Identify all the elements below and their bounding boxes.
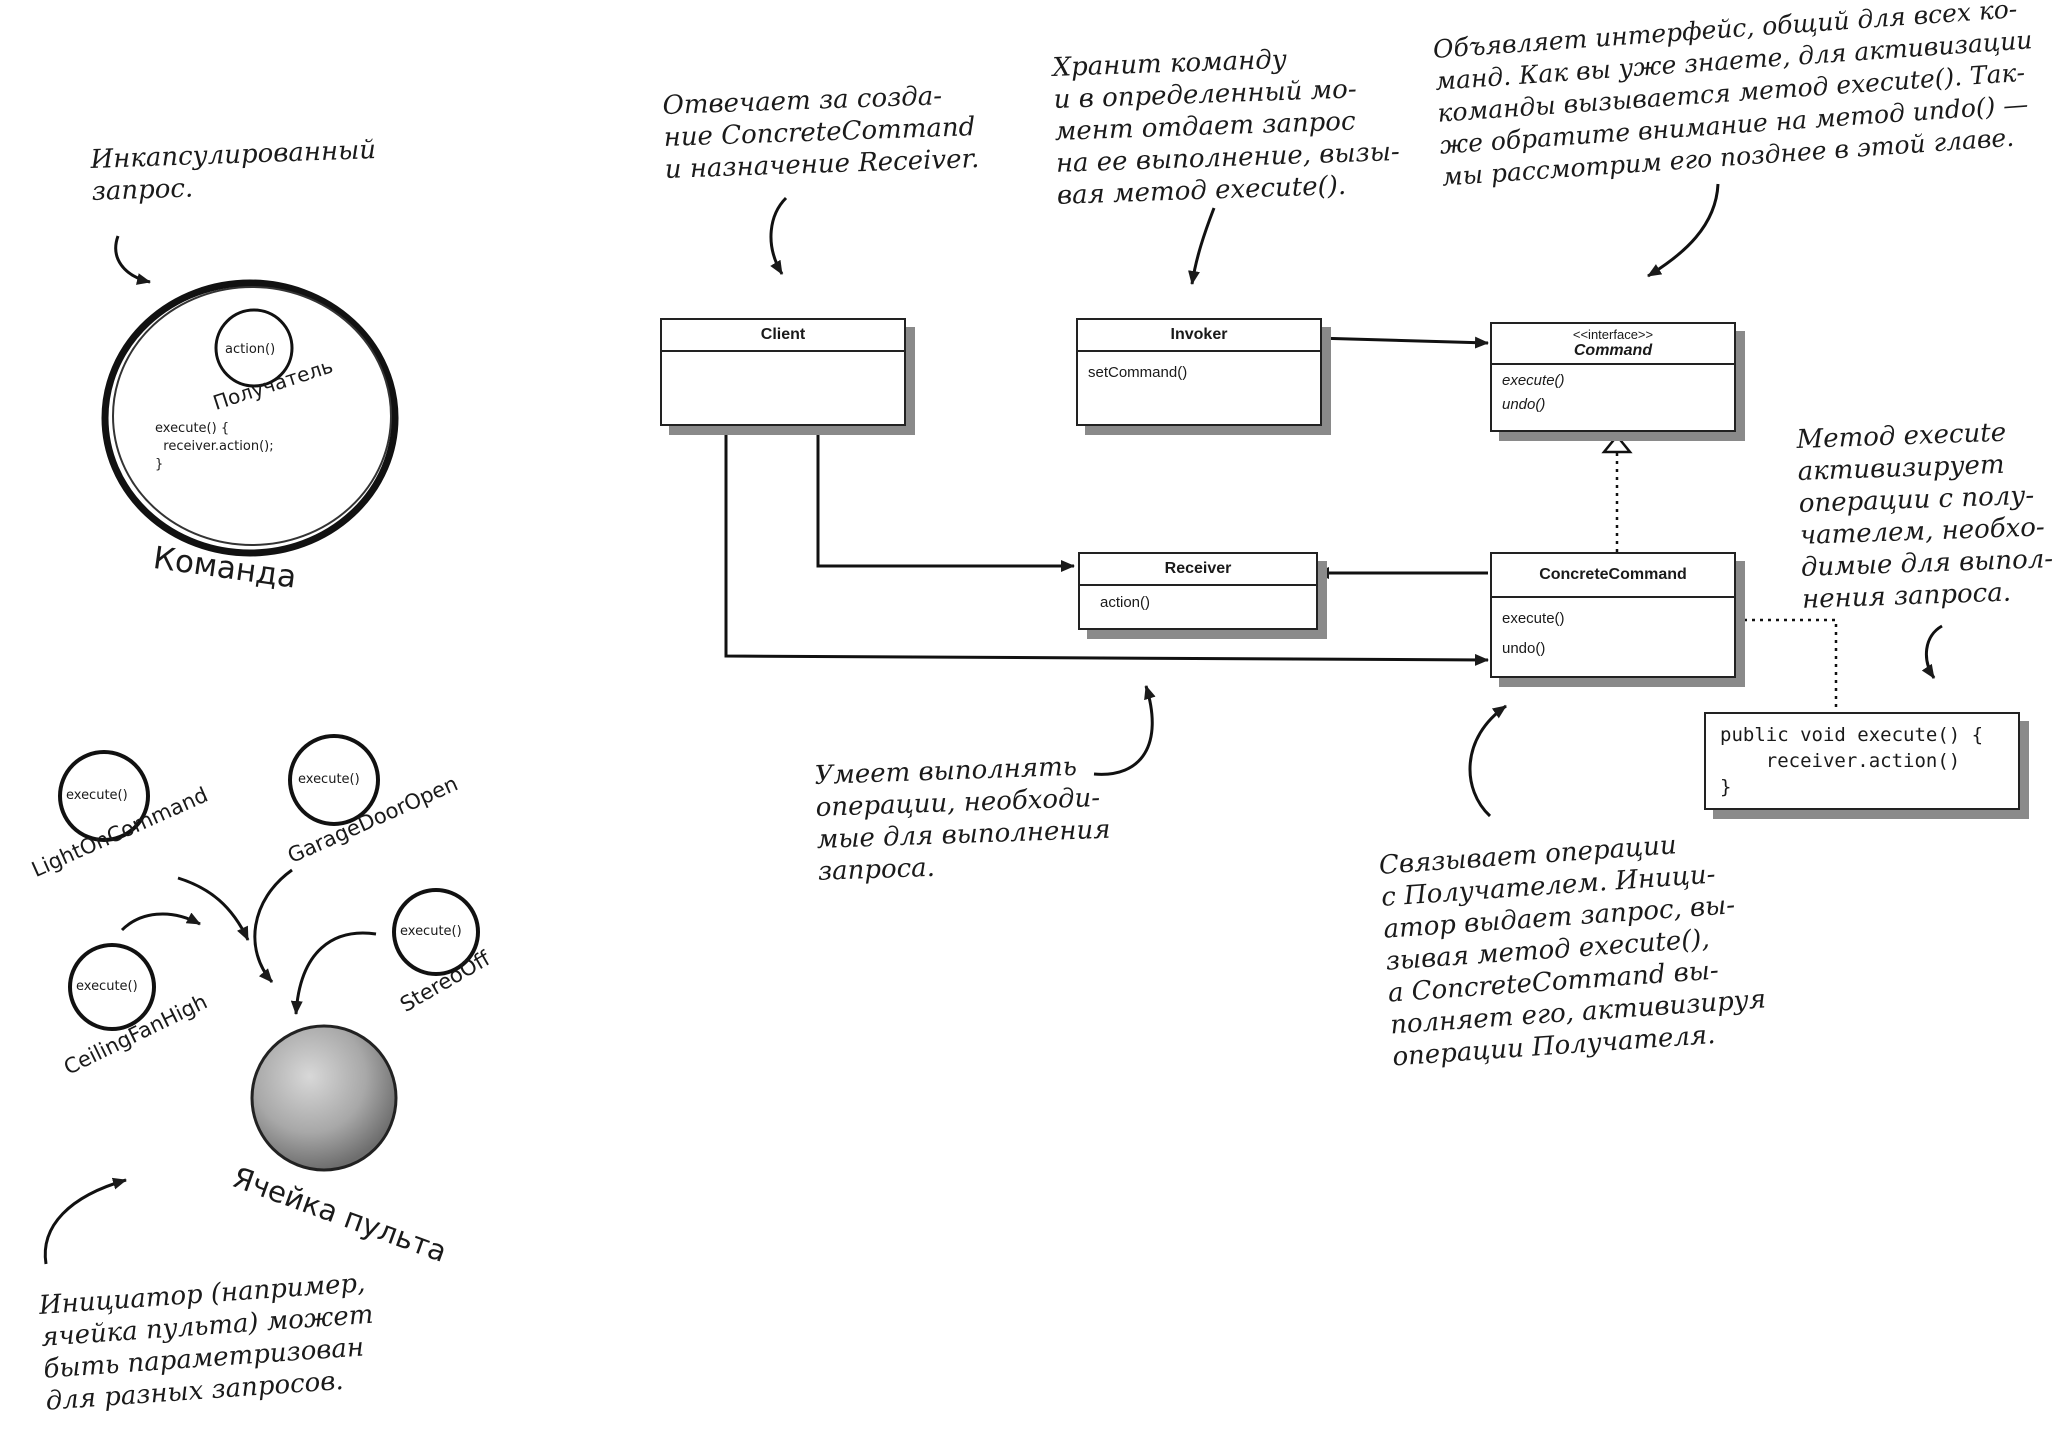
receiver-op-action: action()	[1100, 594, 1151, 611]
command-code: execute() { receiver.action(); }	[155, 421, 274, 472]
assoc-invoker-command	[1314, 336, 1489, 349]
note-execute: Метод execute активизирует операции с по…	[1796, 417, 2054, 615]
uml-client: Client	[660, 318, 906, 426]
arrow-note-receiver	[1093, 685, 1156, 776]
command-op-undo: undo()	[1502, 396, 1546, 413]
command-stereotype: <<interface>>	[1572, 327, 1654, 342]
assoc-client-concrete	[724, 430, 1489, 666]
garage-method: execute()	[298, 772, 360, 787]
arrow-light	[177, 876, 250, 941]
arrow-ceiling	[120, 912, 201, 932]
command-object-circle	[101, 279, 399, 557]
note-invoker-param: Инициатор (например, ячейка пульта) може…	[38, 1268, 375, 1417]
invoker-title: Invoker	[1078, 320, 1320, 352]
arrow-note-concrete	[1468, 704, 1507, 818]
concrete-title: ConcreteCommand	[1492, 554, 1734, 598]
note-client: Отвечает за созда- ние ConcreteCommand и…	[662, 81, 980, 185]
command-op-execute: execute()	[1502, 372, 1565, 389]
ball-lightoncommand	[58, 750, 150, 842]
uml-receiver: Receiver action()	[1078, 552, 1318, 630]
ball-garagedooropen	[288, 734, 380, 826]
note-encapsulated: Инкапсулированный запрос.	[90, 135, 377, 207]
assoc-client-receiver	[816, 430, 1075, 572]
note-receiver: Умеет выполнять операции, необходи- мые …	[814, 751, 1111, 887]
receiver-action-label: action()	[225, 342, 276, 357]
receiver-title: Receiver	[1080, 554, 1316, 586]
arrow-stereo	[290, 931, 377, 1015]
ball-ceilingfanhigh	[68, 943, 156, 1031]
execute-code-box: public void execute() { receiver.action(…	[1704, 712, 2020, 810]
realization-triangle	[1601, 434, 1633, 454]
ball-stereooff	[392, 888, 480, 976]
light-method: execute()	[66, 788, 128, 803]
arrow-garage	[253, 868, 293, 983]
uml-concretecommand: ConcreteCommand execute() undo()	[1490, 552, 1736, 678]
concrete-op-execute: execute()	[1502, 610, 1565, 627]
note-invoker: Хранит команду и в определенный мо- мент…	[1052, 44, 1401, 211]
slot-ball	[250, 1024, 398, 1172]
stereo-method: execute()	[400, 924, 462, 939]
command-title: Command	[1573, 342, 1653, 359]
note-concrete: Связывает операции с Получателем. Иници-…	[1378, 830, 1767, 1073]
uml-invoker: Invoker setCommand()	[1076, 318, 1322, 426]
arrow-note-execute	[1921, 624, 1943, 679]
ceiling-method: execute()	[76, 979, 138, 994]
arrow-invoker-param	[43, 1177, 127, 1265]
client-title: Client	[662, 320, 904, 352]
receiver-circle	[214, 308, 294, 388]
invoker-op-setcommand: setCommand()	[1088, 364, 1188, 381]
concrete-op-undo: undo()	[1502, 640, 1546, 657]
uml-command: <<interface>> Command execute() undo()	[1490, 322, 1736, 432]
arrow-encapsulated	[114, 235, 151, 285]
arrow-note-client	[769, 196, 788, 275]
arrow-note-invoker	[1188, 207, 1216, 285]
arrow-note-command	[1647, 183, 1720, 278]
